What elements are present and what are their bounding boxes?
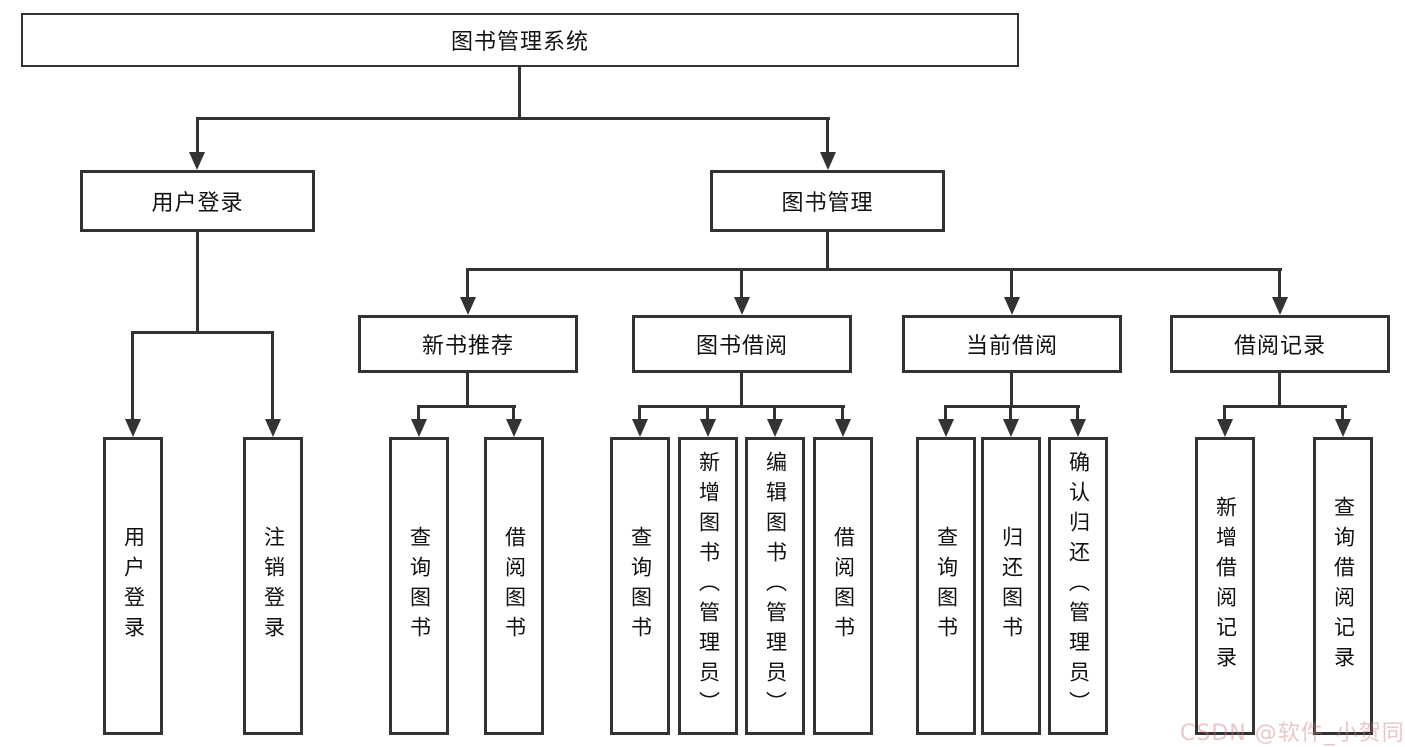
connector-root-stem-right [826, 117, 829, 154]
connector-records-rail [1223, 405, 1347, 408]
leaf-query-books-current: 查询图书 [916, 437, 976, 735]
connector-bookmgmt-stem-3 [1010, 268, 1013, 297]
connector-root-rail [196, 117, 830, 120]
connector-borrow-stem-2 [706, 405, 709, 419]
node-borrow-records: 借阅记录 [1170, 315, 1390, 373]
arrowhead-query-books-recommend [411, 419, 427, 437]
leaf-return-book: 归还图书 [981, 437, 1041, 735]
node-label: 图书管理 [781, 191, 874, 216]
leaf-label: 用户登录 [121, 526, 146, 646]
arrowhead-borrow-records [1272, 297, 1288, 315]
connector-borrow-stem-3 [773, 405, 776, 419]
leaf-borrow-books: 借阅图书 [813, 437, 873, 735]
node-new-book-recommend: 新书推荐 [358, 315, 578, 373]
leaf-label: 编辑图书（管理员） [763, 451, 788, 721]
leaf-label: 借阅图书 [502, 526, 527, 646]
connector-borrow-drop [740, 373, 743, 408]
arrowhead-current-borrow [1004, 297, 1020, 315]
connector-records-drop [1278, 373, 1281, 408]
arrowhead-add-borrow-record [1217, 419, 1233, 437]
leaf-label: 查询图书 [934, 526, 959, 646]
node-book-management-system: 图书管理系统 [21, 13, 1019, 67]
leaf-label: 新增借阅记录 [1213, 496, 1238, 676]
leaf-query-borrow-record: 查询借阅记录 [1313, 437, 1373, 735]
arrowhead-add-book-admin [700, 419, 716, 437]
connector-bookmgmt-stem-2 [740, 268, 743, 297]
node-label: 用户登录 [151, 191, 244, 216]
node-label: 图书借阅 [695, 334, 788, 359]
connector-borrow-rail [638, 405, 845, 408]
node-book-borrow: 图书借阅 [632, 315, 852, 373]
node-label: 借阅记录 [1233, 334, 1326, 359]
connector-borrow-stem-1 [638, 405, 641, 419]
connector-current-drop [1010, 373, 1013, 408]
connector-bookmgmt-stem-1 [466, 268, 469, 297]
arrowhead-query-borrow-record [1335, 419, 1351, 437]
connector-userlogin-rail [131, 331, 274, 334]
arrowhead-leaf-logout [265, 419, 281, 437]
connector-recommend-stem-2 [512, 405, 515, 419]
connector-userlogin-stem-1 [131, 331, 134, 419]
connector-current-rail [944, 405, 1080, 408]
arrowhead-edit-book-admin [767, 419, 783, 437]
csdn-watermark: CSDN @软件_小贺同学 [1180, 721, 1405, 746]
leaf-label: 查询图书 [628, 526, 653, 646]
leaf-edit-book-admin: 编辑图书（管理员） [745, 437, 805, 735]
node-label: 图书管理系统 [450, 30, 589, 55]
arrowhead-leaf-user-login [125, 419, 141, 437]
arrowhead-query-books-borrow [632, 419, 648, 437]
node-book-management: 图书管理 [710, 170, 945, 232]
leaf-label: 查询图书 [407, 526, 432, 646]
arrowhead-new-book-recommend [460, 297, 476, 315]
arrowhead-borrow-books [835, 419, 851, 437]
leaf-logout: 注销登录 [243, 437, 303, 735]
connector-borrow-stem-4 [841, 405, 844, 419]
leaf-label: 归还图书 [999, 526, 1024, 646]
leaf-label: 注销登录 [261, 526, 286, 646]
connector-recommend-drop [466, 373, 469, 408]
leaf-label: 查询借阅记录 [1331, 496, 1356, 676]
connector-recommend-stem-1 [417, 405, 420, 419]
leaf-query-books-borrow: 查询图书 [610, 437, 670, 735]
leaf-label: 确认归还（管理员） [1066, 451, 1091, 721]
leaf-user-login: 用户登录 [103, 437, 163, 735]
connector-current-stem-2 [1009, 405, 1012, 419]
connector-current-stem-3 [1076, 405, 1079, 419]
connector-root-stem-left [196, 117, 199, 154]
arrowhead-return-book [1003, 419, 1019, 437]
arrowhead-user-login [189, 152, 205, 170]
arrowhead-borrow-books-recommend [506, 419, 522, 437]
arrowhead-confirm-return-admin [1070, 419, 1086, 437]
connector-recommend-rail [417, 405, 516, 408]
connector-bookmgmt-stem-4 [1278, 268, 1281, 297]
leaf-add-book-admin: 新增图书（管理员） [678, 437, 738, 735]
node-current-borrow: 当前借阅 [902, 315, 1122, 373]
connector-current-stem-1 [944, 405, 947, 419]
leaf-add-borrow-record: 新增借阅记录 [1195, 437, 1255, 735]
connector-bookmgmt-drop [826, 232, 829, 270]
connector-records-stem-1 [1223, 405, 1226, 419]
leaf-label: 新增图书（管理员） [696, 451, 721, 721]
leaf-confirm-return-admin: 确认归还（管理员） [1048, 437, 1108, 735]
arrowhead-query-books-current [938, 419, 954, 437]
connector-userlogin-stem-2 [271, 331, 274, 419]
node-label: 当前借阅 [965, 334, 1058, 359]
connector-records-stem-2 [1341, 405, 1344, 419]
leaf-query-books-recommend: 查询图书 [389, 437, 449, 735]
node-label: 新书推荐 [421, 334, 514, 359]
node-user-login: 用户登录 [80, 170, 315, 232]
connector-root-drop [518, 67, 521, 119]
arrowhead-book-management [820, 152, 836, 170]
connector-userlogin-drop [196, 232, 199, 333]
leaf-borrow-books-recommend: 借阅图书 [484, 437, 544, 735]
connector-bookmgmt-rail [466, 268, 1282, 271]
arrowhead-book-borrow [734, 297, 750, 315]
leaf-label: 借阅图书 [831, 526, 856, 646]
